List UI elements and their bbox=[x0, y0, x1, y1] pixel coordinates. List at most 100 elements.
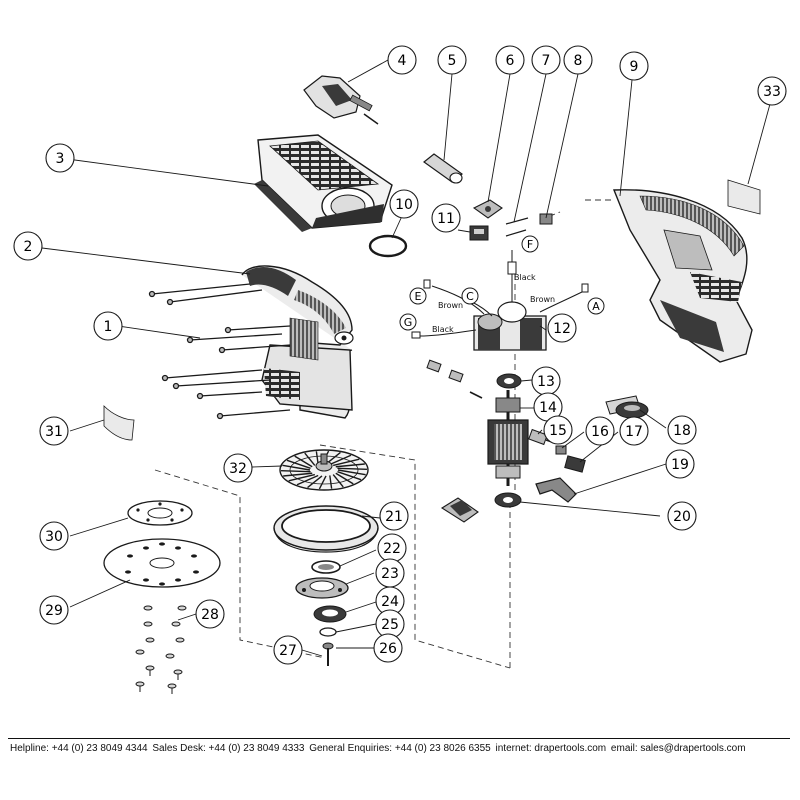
callout-18: 18 bbox=[667, 415, 697, 445]
callout-21: 21 bbox=[379, 501, 409, 531]
footer-internet: internet: drapertools.com bbox=[495, 743, 607, 753]
callout-31: 31 bbox=[39, 416, 69, 446]
part-16-spring bbox=[555, 445, 567, 455]
callout-number: 13 bbox=[537, 374, 555, 390]
part-17-carbon-brush bbox=[564, 455, 586, 473]
terminal-letter: A bbox=[592, 300, 600, 313]
terminal-letter: E bbox=[415, 290, 422, 303]
callout-12: 12 bbox=[547, 313, 577, 343]
callout-16: 16 bbox=[585, 416, 615, 446]
callout-15: 15 bbox=[543, 415, 573, 445]
part-13-bearing bbox=[496, 373, 522, 389]
callout-30: 30 bbox=[39, 521, 69, 551]
callout-11: 11 bbox=[431, 203, 461, 233]
part-7-screws bbox=[505, 217, 529, 237]
callout-number: 19 bbox=[671, 457, 689, 473]
callout-number: 33 bbox=[763, 84, 781, 100]
callout-10: 10 bbox=[389, 189, 419, 219]
part-24-bearing bbox=[313, 605, 347, 623]
callout-number: 21 bbox=[385, 509, 403, 525]
callout-number: 25 bbox=[381, 617, 399, 633]
callout-23: 23 bbox=[375, 558, 405, 588]
part-12-stator bbox=[473, 301, 547, 351]
wire-label-brown-right: Brown bbox=[530, 295, 555, 304]
callout-33: 33 bbox=[757, 76, 787, 106]
callout-13: 13 bbox=[531, 366, 561, 396]
part-29-sanding-pad bbox=[103, 538, 221, 588]
part-20-bearing bbox=[494, 492, 522, 508]
footer-enquiries: General Enquiries: +44 (0) 23 8026 6355 bbox=[309, 743, 491, 753]
callout-19: 19 bbox=[665, 449, 695, 479]
callout-number: 30 bbox=[45, 529, 63, 545]
part-26-screw bbox=[322, 642, 334, 666]
terminal-F: F bbox=[521, 235, 539, 253]
callout-24: 24 bbox=[375, 586, 405, 616]
footer-divider bbox=[8, 738, 790, 739]
callout-20: 20 bbox=[667, 501, 697, 531]
part-31-label bbox=[103, 405, 135, 441]
part-30-plate bbox=[127, 500, 193, 526]
callout-number: 4 bbox=[398, 53, 407, 69]
callout-6: 6 bbox=[495, 45, 525, 75]
callout-number: 1 bbox=[104, 319, 113, 335]
callout-number: 27 bbox=[279, 643, 297, 659]
part-1-screws bbox=[148, 283, 291, 420]
callout-1: 1 bbox=[93, 311, 123, 341]
callout-number: 2 bbox=[24, 239, 33, 255]
part-33-label bbox=[727, 179, 761, 215]
part-8-clamp bbox=[539, 213, 553, 225]
footer-helpline: Helpline: +44 (0) 23 8049 4344 bbox=[10, 743, 148, 753]
callout-17: 17 bbox=[619, 416, 649, 446]
part-9-right-housing bbox=[612, 189, 753, 363]
callout-14: 14 bbox=[533, 392, 563, 422]
callout-28: 28 bbox=[195, 599, 225, 629]
part-25-washer bbox=[319, 627, 337, 637]
callout-number: 20 bbox=[673, 509, 691, 525]
callout-number: 14 bbox=[539, 400, 557, 416]
wire-label-brown-left: Brown bbox=[438, 301, 463, 310]
callout-number: 18 bbox=[673, 423, 691, 439]
callout-number: 23 bbox=[381, 566, 399, 582]
wire-labels: Brown Brown Black Black bbox=[432, 273, 555, 334]
footer-contact-line: Helpline: +44 (0) 23 8049 4344 Sales Des… bbox=[10, 742, 790, 753]
callout-25: 25 bbox=[375, 609, 405, 639]
part-22-washer bbox=[311, 560, 341, 574]
part-21-seal bbox=[273, 505, 379, 553]
terminal-letter: F bbox=[527, 238, 533, 251]
callout-7: 7 bbox=[531, 45, 561, 75]
callout-number: 12 bbox=[553, 321, 571, 337]
callout-number: 10 bbox=[395, 197, 413, 213]
terminal-letter: G bbox=[404, 316, 413, 329]
part-6-switch bbox=[472, 199, 503, 219]
part-5-sleeve bbox=[423, 153, 463, 184]
callout-3: 3 bbox=[45, 143, 75, 173]
callout-8: 8 bbox=[563, 45, 593, 75]
terminal-letter: C bbox=[466, 290, 474, 303]
callout-number: 9 bbox=[630, 59, 639, 75]
terminal-A: A bbox=[587, 297, 605, 315]
callout-number: 11 bbox=[437, 211, 455, 227]
part-10-o-ring bbox=[368, 234, 408, 258]
bracket-left bbox=[440, 497, 479, 523]
callout-number: 28 bbox=[201, 607, 219, 623]
footer-email: email: sales@drapertools.com bbox=[610, 743, 746, 753]
callout-number: 16 bbox=[591, 424, 609, 440]
part-14-armature bbox=[487, 390, 529, 486]
callout-number: 29 bbox=[45, 603, 63, 619]
part-2-left-housing bbox=[241, 265, 354, 419]
callout-27: 27 bbox=[273, 635, 303, 665]
wiring bbox=[411, 250, 589, 339]
part-18-brush-cover bbox=[605, 395, 649, 419]
part-23-counterweight bbox=[295, 577, 349, 599]
leader-lines bbox=[41, 59, 771, 657]
callout-22: 22 bbox=[377, 533, 407, 563]
callout-number: 6 bbox=[506, 53, 515, 69]
part-11-capacitor bbox=[469, 225, 489, 241]
part-19-bracket bbox=[535, 477, 577, 503]
terminal-C: C bbox=[461, 287, 479, 305]
callout-number: 31 bbox=[45, 424, 63, 440]
callout-29: 29 bbox=[39, 595, 69, 625]
part-32-fan bbox=[279, 449, 369, 491]
